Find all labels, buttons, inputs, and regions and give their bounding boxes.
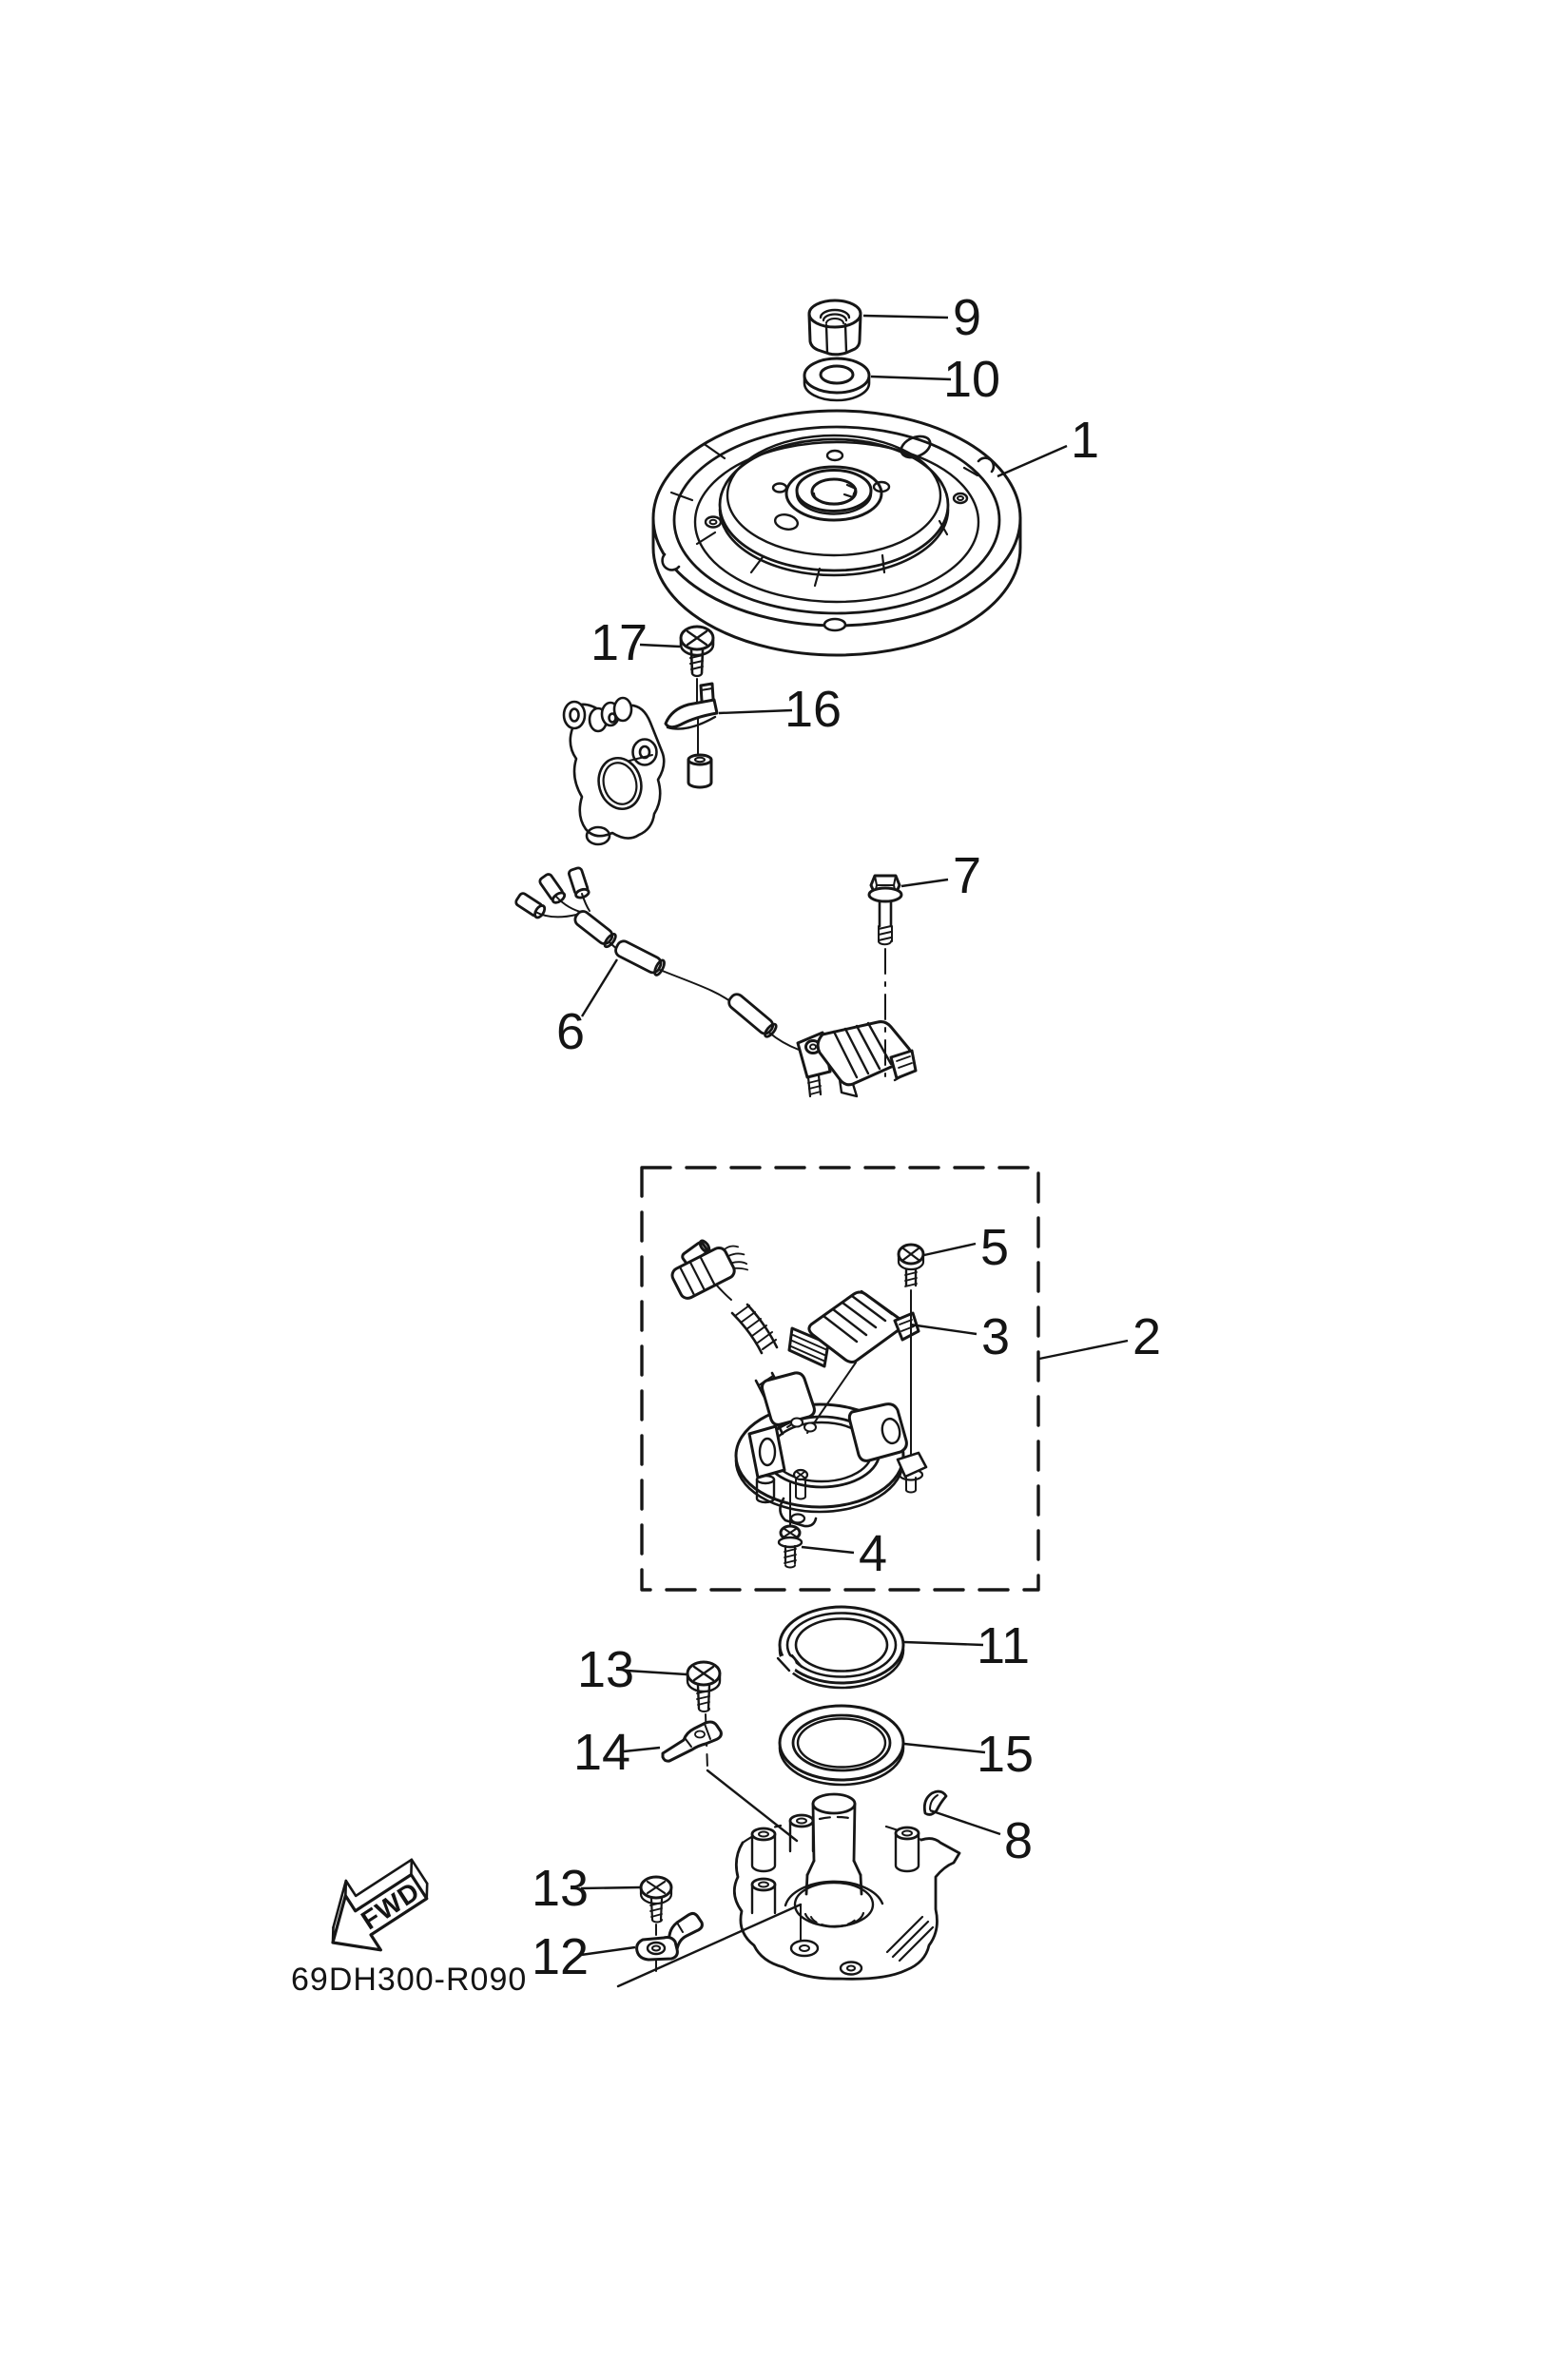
retaining-ring-part-11: [775, 1605, 905, 1690]
callout-leader-12: [580, 1945, 636, 1957]
callout-6: 6: [556, 1003, 585, 1060]
callout-leader-13: [580, 1885, 641, 1890]
callout-15: 15: [977, 1726, 1034, 1783]
callout-leader-1: [997, 444, 1068, 478]
callout-7: 7: [953, 847, 981, 904]
callout-9: 9: [953, 289, 981, 346]
screw-part-13-upper: [686, 1660, 799, 1843]
callout-8: 8: [1004, 1812, 1033, 1869]
fwd-label: FWD: [356, 1876, 425, 1935]
seal-ring-part-15: [778, 1704, 905, 1787]
callout-layer: 910 1 17 16 7 6 5 3 2 4 11 13 14 15 8 13 12: [532, 289, 1161, 1985]
callout-leader-6: [580, 958, 619, 1017]
group-box-part-2: [640, 1166, 1040, 1592]
callout-leader-3: [909, 1323, 978, 1336]
callout-1: 1: [1071, 412, 1099, 469]
fwd-arrow: FWD: [331, 1858, 429, 1952]
stopper-part-16: [664, 682, 719, 789]
callout-leader-9: [862, 314, 949, 319]
clamp-part-12: [635, 1911, 704, 1962]
callout-leader-15: [903, 1742, 986, 1754]
callout-5: 5: [980, 1219, 1009, 1276]
callout-leader-4: [801, 1545, 855, 1555]
bolt-part-4: [777, 1482, 803, 1569]
callout-leader-17: [639, 643, 681, 648]
crankcase-assembly: [616, 1789, 961, 1988]
callout-10: 10: [943, 351, 1000, 408]
stator-assembly-part-2: [670, 1239, 928, 1569]
flywheel-part-1: [651, 409, 1022, 657]
diagram-code: 69DH300-R090: [291, 1962, 527, 1998]
magnet-segment-ticks: [669, 443, 979, 588]
callout-16: 16: [784, 681, 842, 738]
callout-12: 12: [532, 1928, 589, 1985]
screw-part-17: [679, 625, 715, 705]
callout-leader-2: [1038, 1339, 1129, 1361]
callout-leader-13: [626, 1669, 687, 1676]
callout-leader-10: [870, 375, 952, 381]
callout-13: 13: [532, 1860, 589, 1917]
mount-bosses: [750, 1813, 920, 1915]
wire-harness-part-6: [514, 866, 800, 1051]
callout-14: 14: [573, 1724, 630, 1781]
stator-base-plate: [734, 1371, 928, 1528]
woodruff-key-part-8: [922, 1789, 948, 1816]
clamp-part-14: [661, 1720, 723, 1763]
bracket-assembly-art: [562, 696, 666, 846]
callout-4: 4: [859, 1525, 887, 1582]
coil-part-3: [787, 1289, 920, 1434]
callout-13: 13: [577, 1641, 634, 1698]
callout-leader-16: [718, 708, 793, 715]
callout-2: 2: [1132, 1308, 1161, 1365]
callout-11: 11: [977, 1617, 1030, 1674]
bolt-part-7: [867, 874, 903, 1077]
callout-leader-8: [929, 1808, 1001, 1836]
callout-leader-7: [900, 878, 949, 888]
callout-leader-14: [623, 1746, 661, 1753]
nut-part-9: [807, 299, 862, 357]
callout-leader-11: [903, 1640, 984, 1647]
washer-part-10: [803, 357, 871, 402]
callout-17: 17: [590, 614, 648, 671]
rectifier-unit: [796, 1020, 918, 1098]
callout-3: 3: [981, 1308, 1010, 1365]
callout-leader-5: [923, 1242, 977, 1257]
